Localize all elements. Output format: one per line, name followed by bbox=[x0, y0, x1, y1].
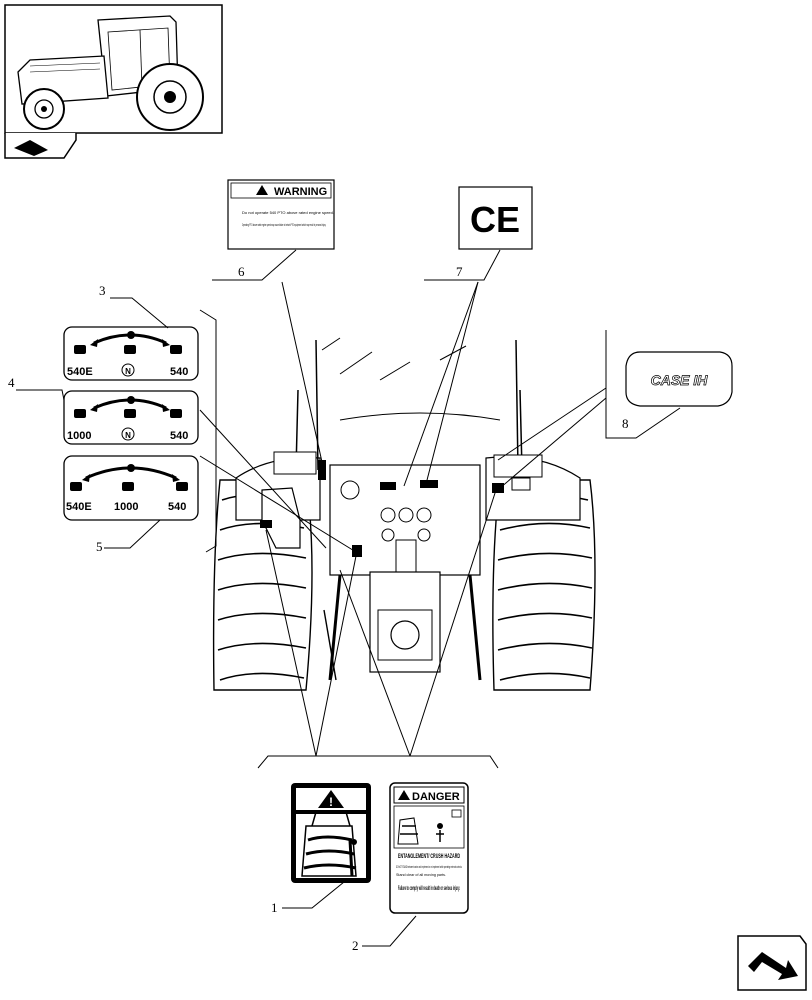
danger-triangle-icon bbox=[398, 790, 410, 800]
book-icon bbox=[451, 809, 462, 818]
danger-title: DANGER bbox=[412, 791, 460, 803]
callout-2: 2 bbox=[352, 938, 359, 953]
warning-decal: WARNING Do not operate 540 PTO above rat… bbox=[227, 179, 335, 250]
danger-bullet-1: DO NOT STAND between tractor and impleme… bbox=[396, 865, 462, 869]
pto-3-center: N bbox=[125, 367, 131, 376]
callout-1: 1 bbox=[271, 900, 278, 915]
danger-decal: DANGER ENTANGLEMENT/ CRUSH HAZARD DO NOT… bbox=[389, 782, 469, 914]
alert-triangle-icon bbox=[318, 790, 344, 808]
tractor-rear-view bbox=[212, 337, 596, 691]
pto-5-right: 540 bbox=[168, 501, 186, 513]
pto-decal-3: 540E N 540 bbox=[63, 326, 199, 381]
case-ih-decal: CASE IH bbox=[625, 351, 733, 407]
ce-mark: CE bbox=[470, 199, 520, 240]
callout-7: 7 bbox=[456, 264, 463, 279]
callout-3: 3 bbox=[99, 283, 106, 298]
warning-line-1: Do not operate 540 PTO above rated engin… bbox=[242, 210, 334, 215]
pto-4-left: 1000 bbox=[67, 430, 91, 442]
pto-decal-5: 540E 1000 540 bbox=[63, 455, 199, 521]
tractor-thumbnail bbox=[4, 4, 223, 159]
danger-hazard-label: ENTANGLEMENT/ CRUSH HAZARD bbox=[398, 854, 460, 860]
case-ih-logo: CASE IH bbox=[651, 372, 709, 388]
svg-text:!: ! bbox=[329, 795, 333, 809]
callout-8: 8 bbox=[622, 416, 629, 431]
danger-footer: Failure to comply will result in death o… bbox=[398, 885, 460, 892]
pto-4-right: 540 bbox=[170, 430, 188, 442]
callout-numbers: 3 4 5 6 7 8 1 2 bbox=[8, 264, 629, 953]
pto-3-right: 540 bbox=[170, 366, 188, 378]
warning-line-2: Operating PTO above rated engine speed m… bbox=[242, 222, 326, 227]
pto-5-left: 540E bbox=[66, 501, 92, 513]
warning-triangle-icon bbox=[256, 185, 268, 195]
pto-5-center: 1000 bbox=[114, 501, 138, 513]
hazard-pictograph-decal: ! bbox=[291, 783, 371, 883]
next-page-arrow-icon[interactable] bbox=[737, 935, 807, 991]
warning-title: WARNING bbox=[274, 186, 327, 198]
callout-5: 5 bbox=[96, 539, 103, 554]
pto-4-center: N bbox=[125, 431, 131, 440]
leader-lines bbox=[16, 249, 681, 947]
callout-6: 6 bbox=[238, 264, 245, 279]
danger-bullet-2: Stand clear of all moving parts. bbox=[396, 873, 446, 877]
callout-4: 4 bbox=[8, 375, 15, 390]
pto-decal-4: 1000 N 540 bbox=[63, 390, 199, 445]
ce-decal: CE bbox=[458, 186, 533, 250]
pto-3-left: 540E bbox=[67, 366, 93, 378]
